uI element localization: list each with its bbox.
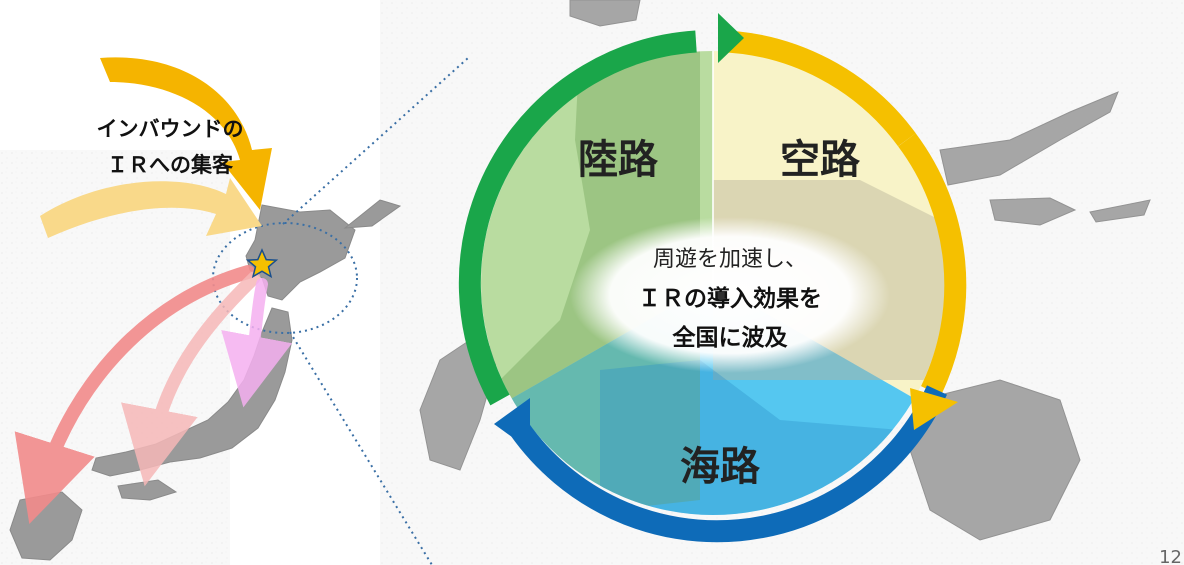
center-text-line3: 全国に波及 [672,324,788,351]
air-label: 空路 [780,137,861,183]
center-text-line1: 周遊を加速し、 [653,247,807,272]
land-arrowhead [718,13,744,63]
air-arrow-body-upper [718,30,916,147]
star-icon [245,248,279,279]
land-label: 陸路 [578,137,659,183]
inbound-arrow-yellow [100,57,272,211]
sea-label: 海路 [680,444,761,490]
inbound-label-line1: インバウンドの [97,117,244,141]
page-number: 12 [1159,547,1182,565]
outbound-arrow-magenta [221,278,293,408]
inbound-label-line2: ＩＲへの集客 [107,153,234,177]
outbound-arrows [14,265,293,525]
sea-arrow-body [510,385,947,543]
air-arrowhead [910,388,958,430]
cycle-arrows [458,30,967,543]
inbound-arrows [40,57,272,238]
air-arrow-body-lower [898,133,967,396]
northern-coast-map [419,0,1151,541]
outbound-arrow-red [14,265,255,525]
inbound-arrow-cream [40,178,262,238]
center-text-line2: ＩＲの導入効果を [638,285,822,312]
center-glow [570,217,890,373]
outbound-arrow-pink [121,271,261,487]
sea-arrowhead [494,398,530,450]
sea-map-overlay [600,360,900,515]
land-arrow-body [458,30,697,406]
zoom-circle [212,222,358,334]
